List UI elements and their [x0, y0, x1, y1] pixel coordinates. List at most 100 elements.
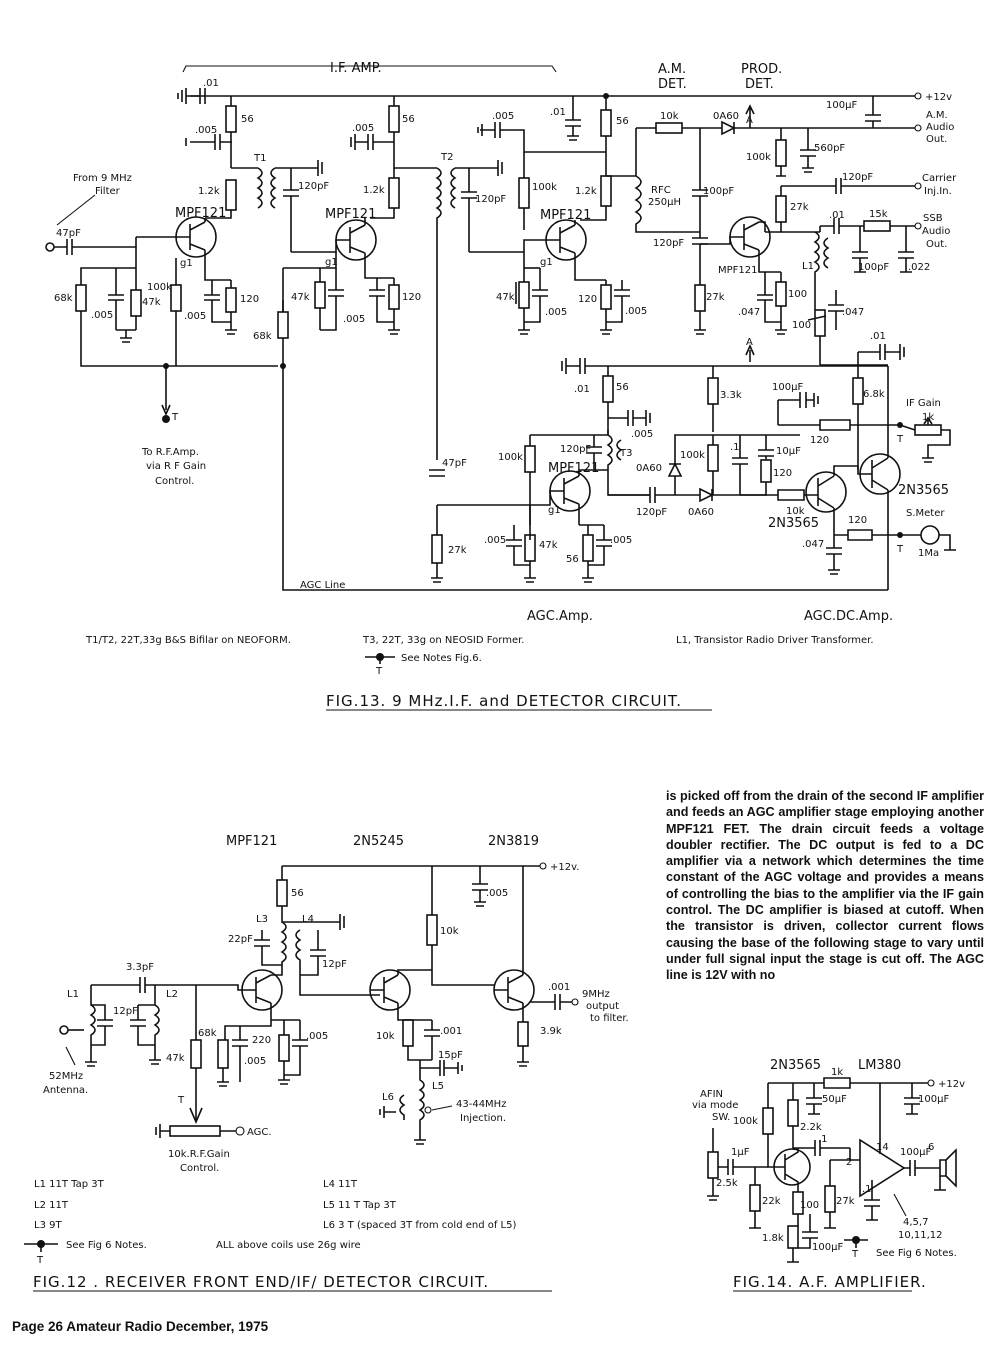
svg-text:.01: .01: [574, 384, 590, 395]
svg-text:6.8k: 6.8k: [863, 389, 885, 400]
svg-text:68k: 68k: [198, 1028, 217, 1039]
svg-text:+12v: +12v: [938, 1079, 965, 1090]
svg-text:L6: L6: [382, 1092, 394, 1103]
svg-text:120pF: 120pF: [560, 444, 591, 455]
svg-text:L1, Transistor Radio Driver Tr: L1, Transistor Radio Driver Transformer.: [676, 635, 874, 646]
svg-text:56: 56: [616, 116, 629, 127]
fig13-plus12-label: +12v: [925, 92, 952, 103]
svg-text:47k: 47k: [539, 540, 558, 551]
svg-text:LM380: LM380: [858, 1058, 901, 1073]
svg-text:output: output: [586, 1001, 619, 1012]
svg-text:27k: 27k: [836, 1196, 855, 1207]
svg-text:RFC: RFC: [651, 185, 671, 196]
svg-text:1.2k: 1.2k: [575, 186, 597, 197]
svg-text:AGC.Amp.: AGC.Amp.: [527, 609, 593, 624]
svg-text:Out.: Out.: [926, 134, 947, 145]
svg-text:.005: .005: [631, 429, 653, 440]
svg-text:L3: L3: [256, 914, 268, 925]
svg-text:0A60: 0A60: [636, 463, 662, 474]
svg-text:2N5245: 2N5245: [353, 834, 404, 849]
svg-text:A.M.: A.M.: [658, 62, 686, 77]
svg-text:T: T: [171, 412, 179, 423]
svg-text:L4: L4: [302, 914, 314, 925]
svg-text:From 9 MHz: From 9 MHz: [73, 173, 132, 184]
svg-text:12pF: 12pF: [113, 1006, 138, 1017]
svg-text:Audio: Audio: [926, 122, 954, 133]
svg-text:100: 100: [792, 320, 811, 331]
svg-text:AGC Line: AGC Line: [300, 580, 345, 591]
svg-text:50µF: 50µF: [822, 1094, 847, 1105]
svg-text:100: 100: [800, 1200, 819, 1211]
svg-text:T3: T3: [619, 448, 632, 459]
svg-text:250µH: 250µH: [648, 197, 681, 208]
svg-text:3.9k: 3.9k: [540, 1026, 562, 1037]
fig13-input-terminal: [45, 242, 55, 252]
svg-text:22pF: 22pF: [228, 934, 253, 945]
fig14-speaker-icon: [939, 1148, 957, 1188]
svg-text:100k: 100k: [147, 282, 172, 293]
svg-text:A: A: [746, 337, 753, 348]
svg-text:T: T: [36, 1255, 44, 1266]
svg-text:Out.: Out.: [926, 239, 947, 250]
svg-text:22k: 22k: [762, 1196, 781, 1207]
svg-text:2N3565: 2N3565: [768, 516, 819, 531]
svg-text:14: 14: [876, 1142, 889, 1153]
svg-text:See Fig 6 Notes.: See Fig 6 Notes.: [876, 1248, 957, 1259]
svg-text:10k: 10k: [440, 926, 459, 937]
fig14-af-amplifier: 2N3565 LM380 1k +12v 50µF 100µF AFIN via…: [692, 1058, 965, 1292]
svg-text:MPF121: MPF121: [718, 265, 758, 276]
svg-text:100k: 100k: [532, 182, 557, 193]
svg-text:.01: .01: [203, 78, 219, 89]
svg-text:100µF: 100µF: [826, 100, 857, 111]
svg-text:1.2k: 1.2k: [198, 186, 220, 197]
svg-text:100µF: 100µF: [812, 1242, 843, 1253]
svg-text:.001: .001: [440, 1026, 462, 1037]
svg-text:120pF: 120pF: [298, 181, 329, 192]
fig13-plus12-terminal: [914, 92, 922, 100]
svg-text:L1: L1: [67, 989, 79, 1000]
svg-text:Antenna.: Antenna.: [43, 1085, 88, 1096]
svg-text:12pF: 12pF: [322, 959, 347, 970]
svg-text:S.Meter: S.Meter: [906, 508, 945, 519]
svg-text:2N3819: 2N3819: [488, 834, 539, 849]
svg-text:.01: .01: [550, 107, 566, 118]
svg-text:47k: 47k: [496, 292, 515, 303]
fig13-2n3565-dc-amp-1: [805, 471, 847, 513]
svg-text:56: 56: [616, 382, 629, 393]
svg-text:L4 11T: L4 11T: [323, 1179, 358, 1190]
svg-text:120: 120: [810, 435, 829, 446]
svg-text:MPF121: MPF121: [548, 461, 599, 476]
svg-text:9MHz: 9MHz: [582, 989, 610, 1000]
svg-text:Audio: Audio: [922, 226, 950, 237]
svg-text:1Ma: 1Ma: [918, 548, 939, 559]
svg-text:L3 9T: L3 9T: [34, 1220, 62, 1231]
svg-text:10µF: 10µF: [776, 446, 801, 457]
svg-text:100: 100: [788, 289, 807, 300]
svg-text:L6 3 T (spaced 3T from c: L6 3 T (spaced 3T from cold end of L5): [323, 1220, 516, 1231]
svg-text:2.2k: 2.2k: [800, 1122, 822, 1133]
svg-text:MPF121: MPF121: [540, 208, 591, 223]
svg-text:6: 6: [928, 1142, 934, 1153]
fig13-caption: FIG.13. 9 MHz.I.F. and DETECTOR CIRCUIT.: [326, 692, 682, 710]
svg-text:.005: .005: [484, 535, 506, 546]
svg-text:15k: 15k: [869, 209, 888, 220]
svg-text:10,11,12: 10,11,12: [898, 1230, 943, 1241]
svg-text:L2: L2: [166, 989, 178, 1000]
svg-text:Filter: Filter: [95, 186, 121, 197]
svg-text:T3, 22T, 33g on NEOSID Former.: T3, 22T, 33g on NEOSID Former.: [362, 635, 524, 646]
svg-text:120pF: 120pF: [653, 238, 684, 249]
svg-text:47k: 47k: [291, 292, 310, 303]
svg-text:AFIN: AFIN: [700, 1089, 723, 1100]
svg-text:47k: 47k: [142, 297, 161, 308]
svg-text:DET.: DET.: [745, 77, 774, 92]
fig13-if-detector-circuit: I.F. AMP. +12v .01 .005 56 T1 120pF 1.2k…: [45, 61, 957, 711]
svg-text:.005: .005: [195, 125, 217, 136]
svg-text:Control.: Control.: [155, 476, 194, 487]
svg-text:MPF121: MPF121: [226, 834, 277, 849]
svg-text:2N3565: 2N3565: [770, 1058, 821, 1073]
svg-text:T1: T1: [253, 153, 266, 164]
svg-text:L1 11T Tap 3T: L1 11T Tap 3T: [34, 1179, 105, 1190]
fig14-lm380: [859, 1138, 906, 1198]
svg-text:g1: g1: [540, 257, 553, 268]
svg-text:L1: L1: [802, 261, 814, 272]
